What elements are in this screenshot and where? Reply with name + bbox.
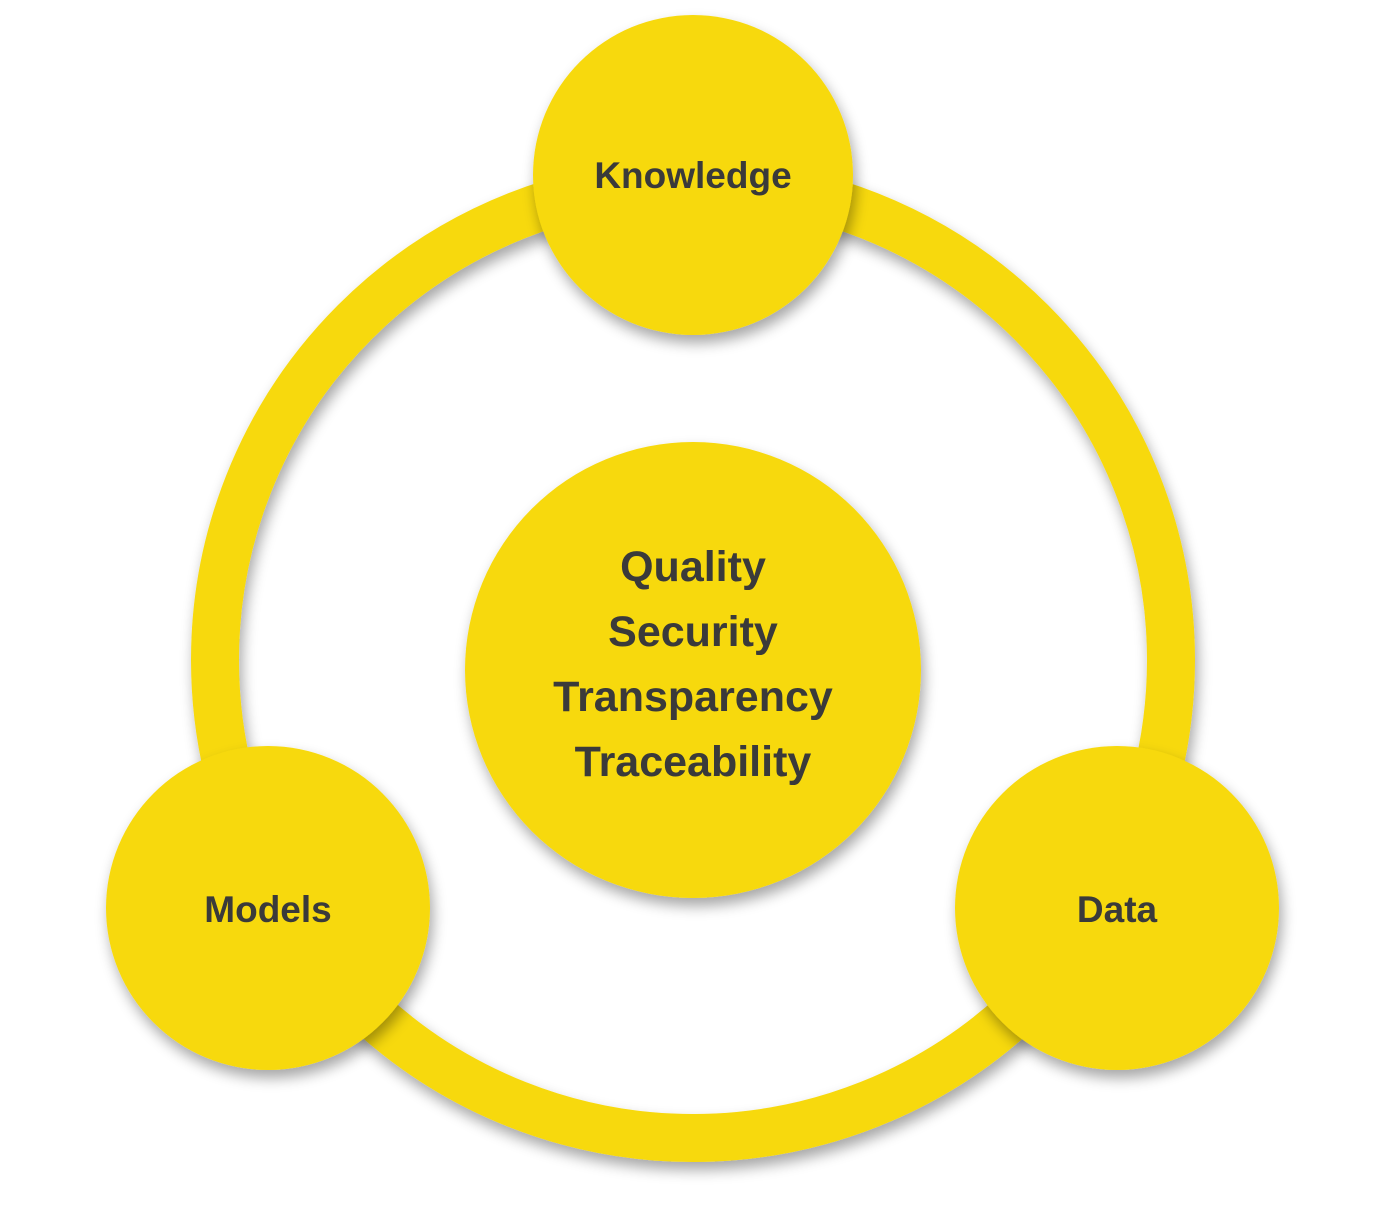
data-node	[955, 746, 1279, 1070]
knowledge-label: Knowledge	[594, 155, 791, 196]
models-node	[106, 746, 430, 1070]
data-label: Data	[1077, 889, 1158, 930]
center-line-traceability: Traceability	[575, 738, 812, 786]
center-line-transparency: Transparency	[553, 673, 833, 721]
knowledge-node	[533, 15, 853, 335]
models-label: Models	[204, 889, 331, 930]
center-line-security: Security	[608, 608, 778, 656]
center-circle	[465, 442, 921, 898]
center-line-quality: Quality	[620, 543, 766, 591]
